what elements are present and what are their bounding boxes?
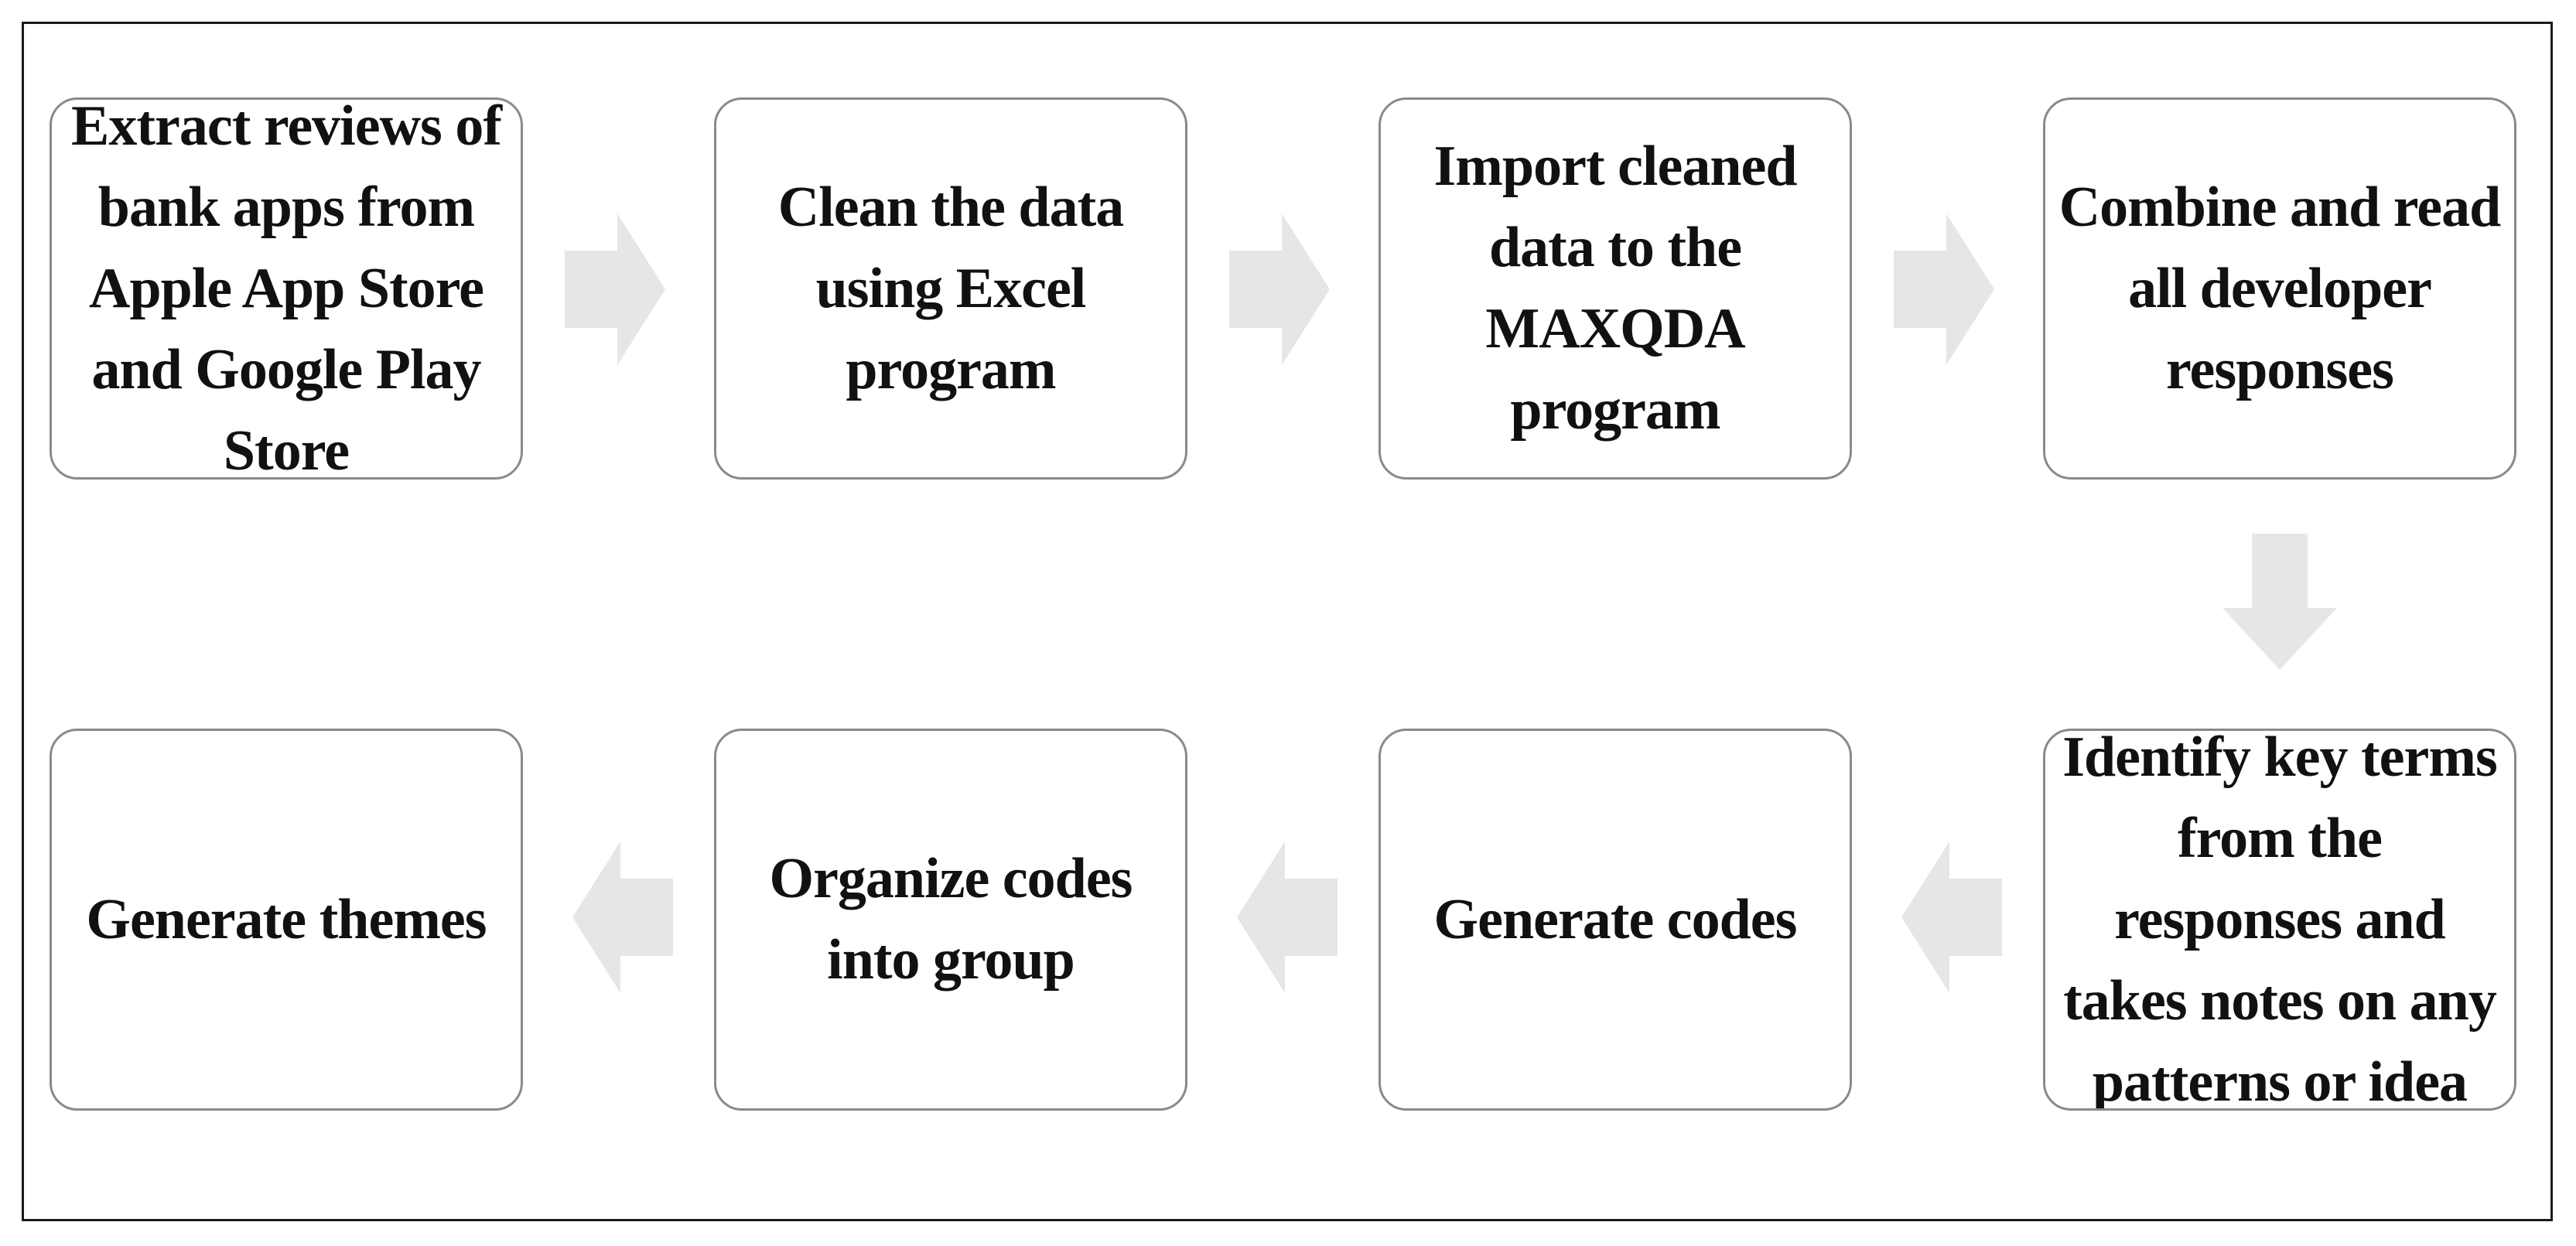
step-combine-responses: Combine and read all developer responses xyxy=(2043,97,2516,480)
step-organize-codes-text: Organize codes into group xyxy=(769,847,1133,992)
step-generate-themes-text: Generate themes xyxy=(86,887,487,951)
step-import-data-text: Import cleaned data to the MAXQDA progra… xyxy=(1433,135,1798,442)
step-import-data: Import cleaned data to the MAXQDA progra… xyxy=(1379,97,1852,480)
step-organize-codes: Organize codes into group xyxy=(714,729,1187,1111)
arrow-left-icon xyxy=(1237,841,1338,993)
step-generate-codes-text: Generate codes xyxy=(1433,887,1798,951)
diagram-frame xyxy=(22,22,2553,1221)
step-generate-themes: Generate themes xyxy=(50,729,523,1111)
step-generate-codes: Generate codes xyxy=(1379,729,1852,1111)
step-identify-key-terms-text: Identify key terms from the responses an… xyxy=(2062,729,2498,1111)
step-clean-data: Clean the data using Excel program xyxy=(714,97,1187,480)
step-extract-reviews-text: Extract reviews of bank apps from Apple … xyxy=(71,97,502,480)
step-combine-responses-text: Combine and read all developer responses xyxy=(2058,175,2502,401)
arrow-left-icon xyxy=(572,841,673,993)
step-extract-reviews: Extract reviews of bank apps from Apple … xyxy=(50,97,523,480)
step-identify-key-terms: Identify key terms from the responses an… xyxy=(2043,729,2516,1111)
arrow-right-icon xyxy=(1894,213,1994,365)
step-clean-data-text: Clean the data using Excel program xyxy=(777,175,1124,401)
arrow-right-icon xyxy=(1229,213,1330,365)
arrow-left-icon xyxy=(1901,841,2002,993)
arrow-right-icon xyxy=(565,213,665,365)
arrow-down-icon xyxy=(2222,534,2337,670)
